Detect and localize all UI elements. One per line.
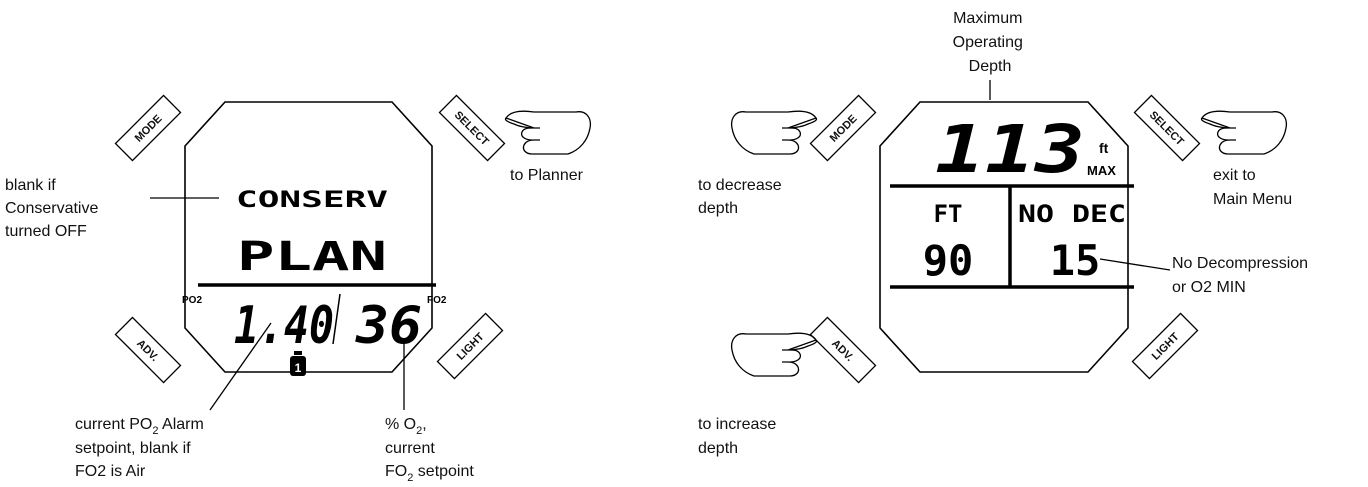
plan-title: PLAN	[237, 234, 387, 280]
left-adv-button[interactable]: ADV.	[114, 316, 182, 384]
pointing-hand-icon	[730, 332, 818, 377]
mod-callout: Maximum Operating Depth	[953, 10, 1028, 75]
pointing-hand-icon	[730, 110, 818, 155]
po2-alarm-callout: current PO2 Alarm setpoint, blank if FO2…	[75, 416, 208, 480]
fo2-value: 36	[355, 296, 422, 356]
tank-icon: 1	[290, 351, 306, 376]
right-select-button[interactable]: SELECT	[1133, 94, 1201, 162]
left-mode-button[interactable]: MODE	[114, 94, 182, 162]
fo2-tag: FO2	[427, 295, 447, 306]
ft-header: FT	[934, 200, 963, 228]
left-light-button[interactable]: LIGHT	[436, 312, 504, 380]
mod-max-tag: MAX	[1087, 163, 1116, 178]
left-diagram: MODE SELECT ADV. LIGHT CONSERV PLAN PO2 …	[5, 94, 592, 484]
left-device-frame	[184, 101, 433, 373]
right-adv-button[interactable]: ADV.	[809, 316, 877, 384]
conserv-indicator: CONSERV	[236, 188, 388, 213]
to-planner-callout: to Planner	[510, 167, 584, 184]
increase-callout: to increase depth	[698, 416, 781, 457]
po2-value: 1.40	[234, 296, 334, 356]
right-device-frame	[879, 101, 1129, 373]
pointing-hand-icon	[504, 110, 592, 155]
nodeco-callout: No Decompression or O2 MIN	[1172, 255, 1313, 296]
separator-slash	[332, 293, 341, 345]
right-mode-button[interactable]: MODE	[809, 94, 877, 162]
exit-callout: exit to Main Menu	[1213, 167, 1292, 208]
nodeco-value: 15	[1050, 236, 1101, 285]
depth-value: 90	[923, 236, 974, 285]
o2-callout: % O2, current FO2 setpoint	[385, 416, 474, 484]
left-select-button[interactable]: SELECT	[438, 94, 506, 162]
tank-index: 1	[295, 361, 302, 375]
blank-if-callout: blank if Conservative turned OFF	[5, 177, 103, 240]
po2-tag: PO2	[182, 295, 202, 306]
nodeco-leader	[1099, 258, 1171, 271]
mod-value: 113	[935, 111, 1085, 188]
mod-unit: ft	[1099, 140, 1109, 156]
right-light-button[interactable]: LIGHT	[1131, 312, 1199, 380]
po2-leader	[209, 322, 272, 411]
no-dec-header: NO DEC	[1018, 200, 1126, 228]
decrease-callout: to decrease depth	[698, 177, 786, 217]
pointing-hand-icon	[1200, 110, 1288, 155]
right-diagram: MODE SELECT ADV. LIGHT 113 ft MAX FT NO …	[698, 10, 1313, 457]
